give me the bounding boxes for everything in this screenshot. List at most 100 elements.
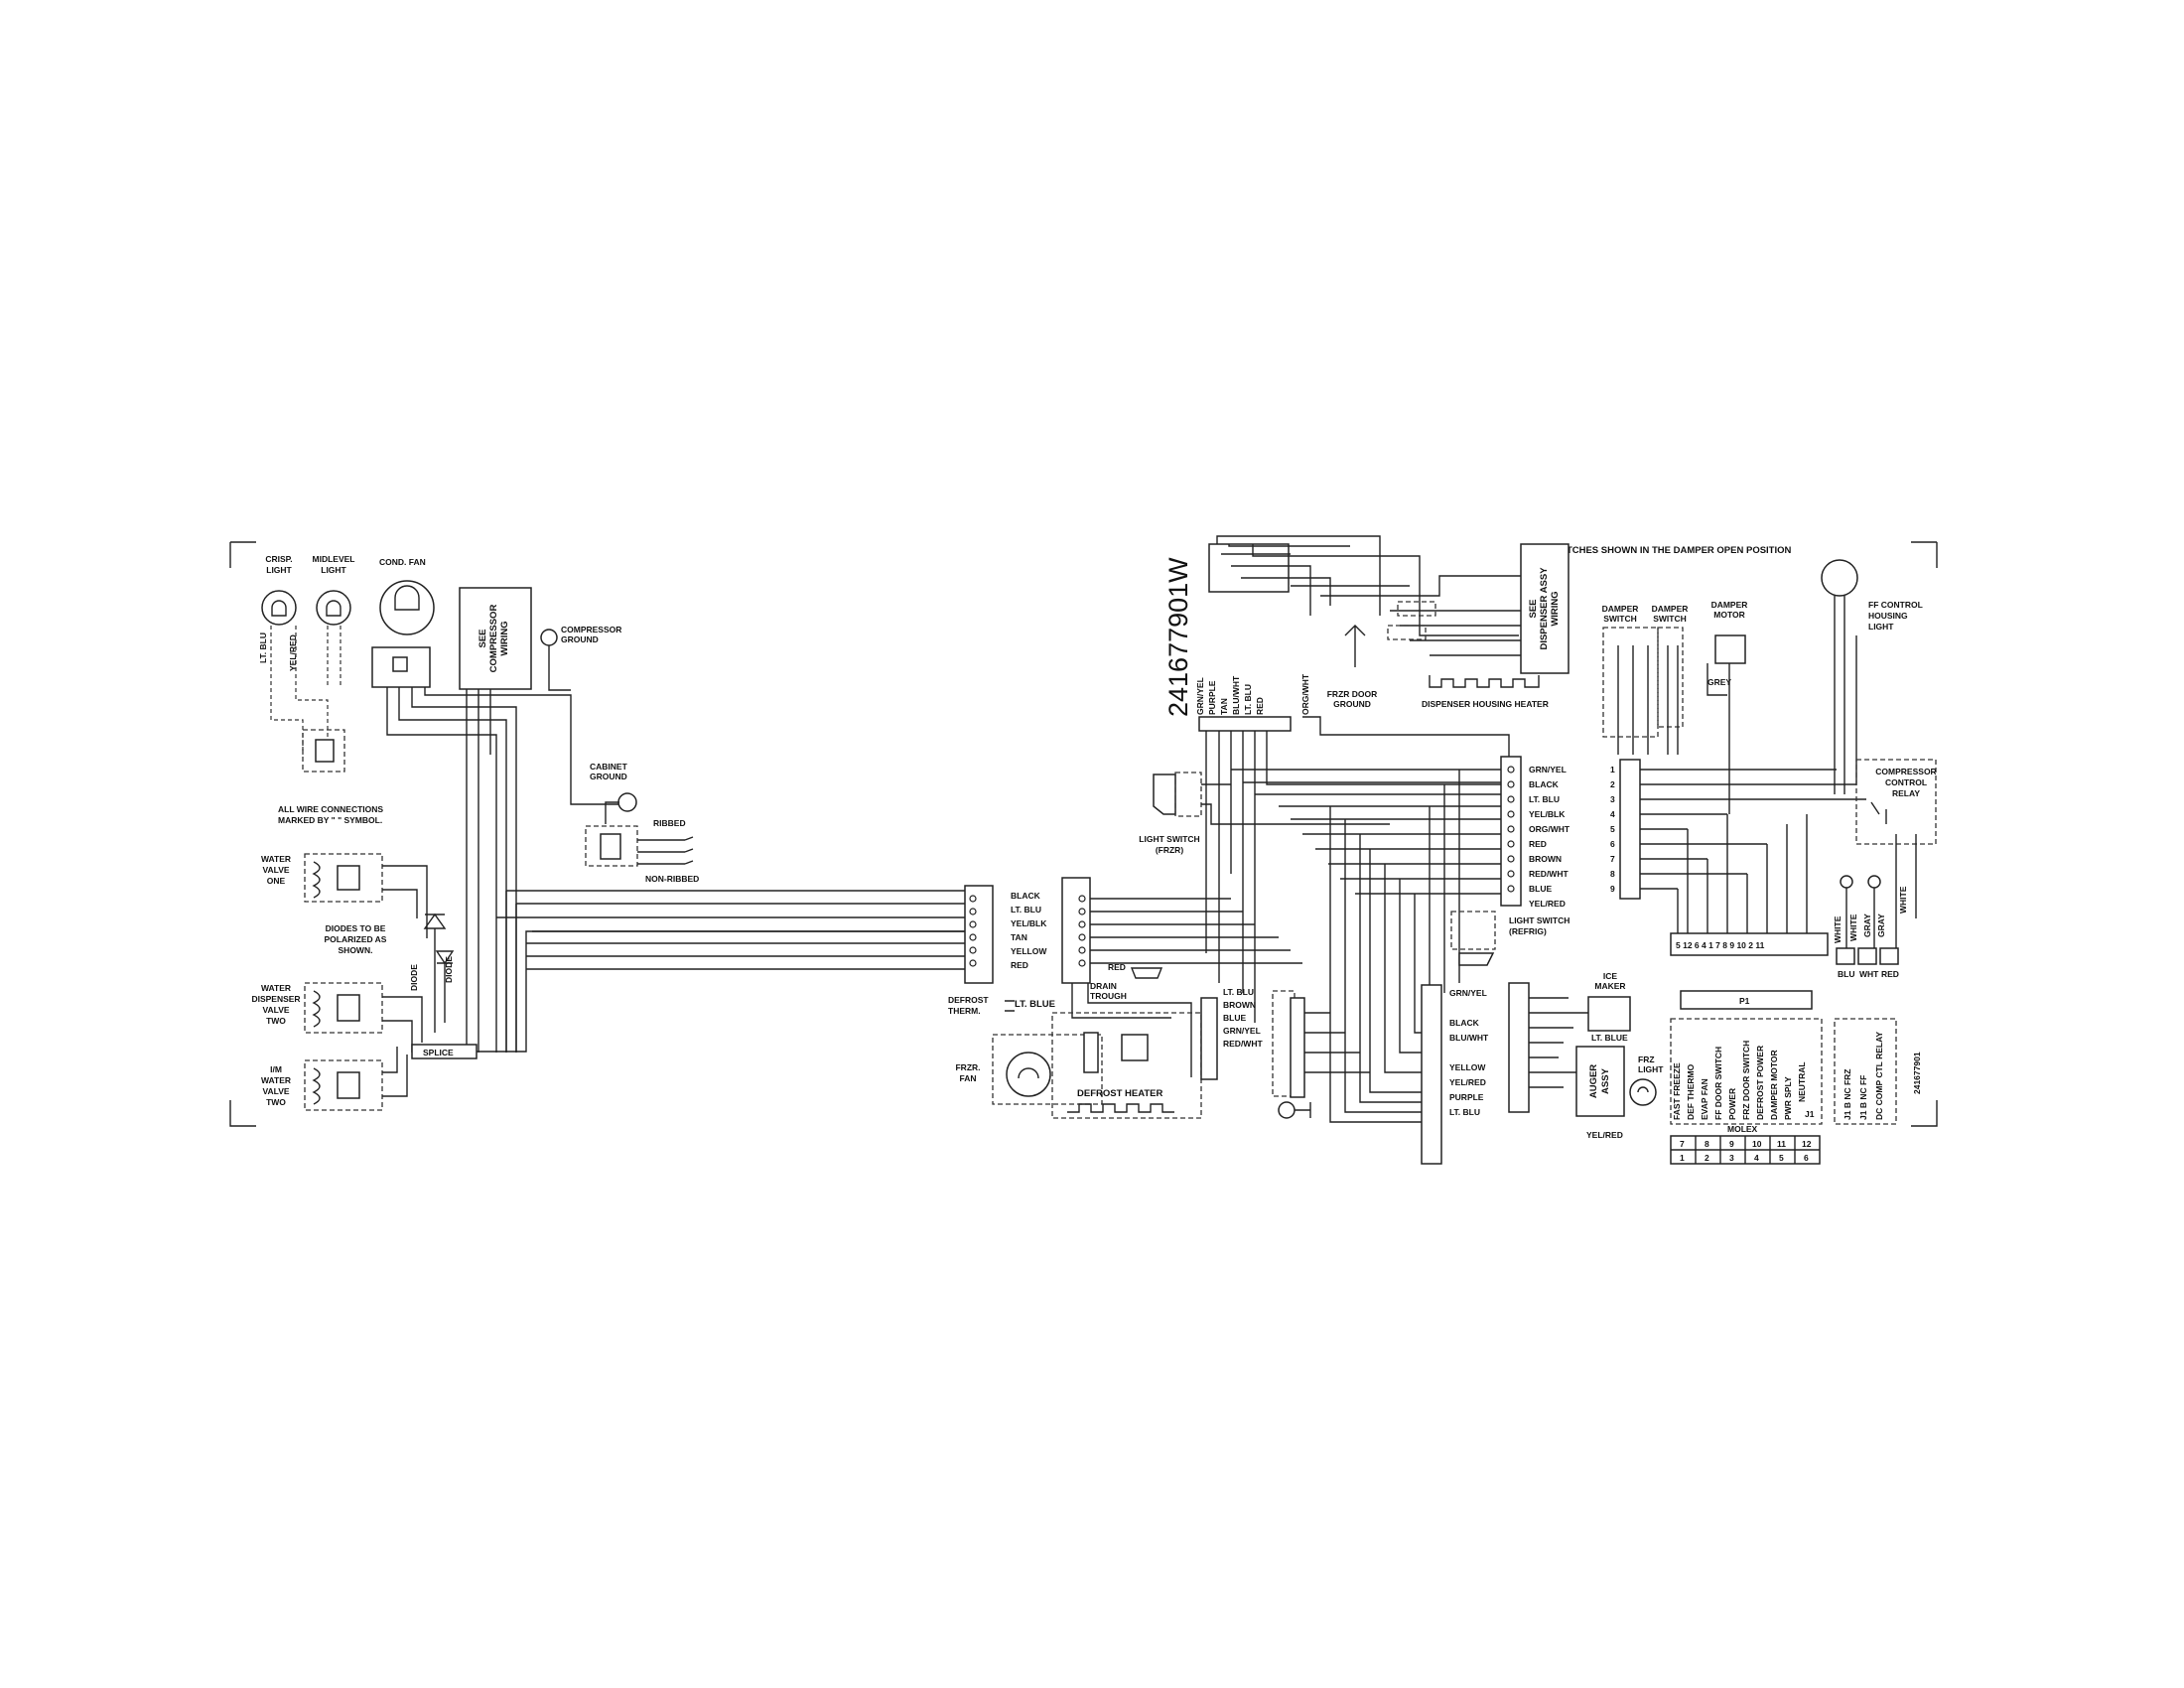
wire-lt-blu: LT. BLU bbox=[258, 633, 268, 663]
light-switch-refrig-label: LIGHT SWITCH(REFRIG) bbox=[1509, 915, 1570, 936]
relay-labels-box: J1 B NC FRZ J1 B NC FF DC COMP CTL RELAY bbox=[1834, 1018, 1897, 1125]
splice: SPLICE bbox=[411, 1044, 478, 1059]
svg-text:AUGERASSY: AUGERASSY bbox=[1588, 1064, 1611, 1098]
evap-connector bbox=[1272, 990, 1370, 1098]
dispenser-switches bbox=[1387, 601, 1436, 640]
svg-text:GRAY: GRAY bbox=[1862, 914, 1872, 937]
ground-symbol bbox=[1278, 1101, 1311, 1119]
top-wire-colors: GRN/YEL bbox=[1195, 677, 1205, 715]
auger-assy: AUGERASSY bbox=[1575, 1046, 1625, 1117]
top-wire-connector bbox=[1198, 716, 1292, 732]
j1-label: J1 bbox=[1805, 1109, 1815, 1119]
non-ribbed-label: NON-RIBBED bbox=[645, 874, 699, 884]
svg-text:DIODE: DIODE bbox=[444, 956, 454, 983]
crisp-light: CRISP.LIGHT bbox=[261, 554, 297, 626]
defrost-heater-label: DEFROST HEATER bbox=[1077, 1088, 1163, 1099]
j1-function-2: EVAP FAN bbox=[1700, 1078, 1709, 1120]
right-section: 241677901W 241677901 SWITCHES SHOWN IN T… bbox=[948, 535, 1937, 1165]
condenser-fan: COND. FAN bbox=[371, 557, 435, 688]
crisp-light-label: CRISP.LIGHT bbox=[265, 554, 292, 575]
border-code: 241677901 bbox=[1912, 1052, 1922, 1094]
j1-function-4: POWER bbox=[1727, 1088, 1737, 1120]
svg-text:WHITE: WHITE bbox=[1898, 886, 1908, 914]
light-switch-frzr: LIGHT SWITCH(FRZR) bbox=[1139, 772, 1202, 855]
splice-label: SPLICE bbox=[423, 1048, 454, 1057]
svg-text:DC COMP CTL RELAY: DC COMP CTL RELAY bbox=[1874, 1032, 1884, 1120]
j1-function-3: FF DOOR SWITCH bbox=[1713, 1047, 1723, 1120]
corner-marks bbox=[229, 541, 1938, 1127]
right-harness-connector bbox=[1061, 877, 1091, 984]
relay-output-wires: WHITE WHITE GRAY GRAY WHITE bbox=[1833, 834, 1917, 948]
j1-function-6: DEFROST POWER bbox=[1755, 1046, 1765, 1120]
j1-function-0: FAST FREEZE bbox=[1672, 1062, 1682, 1120]
light-switch-refrig: LIGHT SWITCH(REFRIG) bbox=[1450, 911, 1570, 966]
ribbed-label: RIBBED bbox=[653, 818, 686, 828]
diagram-number: 241677901W bbox=[1163, 557, 1193, 717]
freezer-fan: FRZR.FAN bbox=[955, 1034, 1103, 1105]
dispenser-assy-box: SEEDISPENSER ASSYWIRING bbox=[1520, 543, 1570, 674]
j1-function-9: NEUTRAL bbox=[1797, 1061, 1807, 1102]
svg-text:PURPLE: PURPLE bbox=[1207, 680, 1217, 715]
compressor-wiring-box: SEECOMPRESSORWIRING bbox=[459, 587, 532, 690]
svg-text:RED: RED bbox=[1255, 697, 1265, 715]
molex-label: MOLEX bbox=[1727, 1124, 1758, 1134]
switches-note: SWITCHES SHOWN IN THE DAMPER OPEN POSITI… bbox=[1549, 545, 1792, 556]
control-board-table: P1 J1 FAST FREEZE DEF THERMO EVAP FAN FF… bbox=[1670, 990, 1823, 1125]
svg-text:ORG/WHT: ORG/WHT bbox=[1300, 673, 1310, 715]
ice-maker-connector bbox=[1508, 982, 1588, 1113]
cond-fan-label: COND. FAN bbox=[379, 557, 426, 567]
svg-text:DIODE: DIODE bbox=[409, 964, 419, 991]
left-harness-lines bbox=[496, 890, 968, 1053]
j1-function-5: FRZ DOOR SWITCH bbox=[1741, 1041, 1751, 1120]
wire-yel-red: YEL/RED bbox=[288, 634, 298, 671]
svg-text:J1 B NC FRZ: J1 B NC FRZ bbox=[1843, 1069, 1852, 1120]
diode-1: DIODE bbox=[409, 913, 447, 991]
j1-function-8: PWR SPLY bbox=[1783, 1076, 1793, 1120]
svg-text:GRAY: GRAY bbox=[1876, 914, 1886, 937]
board-pin-numbers: 5 12 6 4 1 7 8 9 10 2 11 bbox=[1676, 940, 1765, 950]
svg-text:LT. BLU: LT. BLU bbox=[1243, 684, 1253, 715]
ribbed-connector: RIBBED NON-RIBBED bbox=[585, 818, 699, 884]
defrost-heater: DEFROST HEATER bbox=[1051, 1012, 1202, 1119]
top-connector bbox=[1208, 543, 1290, 593]
svg-text:WHITE: WHITE bbox=[1833, 915, 1843, 943]
svg-text:SEEDISPENSER ASSYWIRING: SEEDISPENSER ASSYWIRING bbox=[1528, 567, 1561, 650]
grey-label: GREY bbox=[1707, 677, 1731, 687]
yel-red-label: YEL/RED bbox=[1586, 1130, 1623, 1140]
p1-label: P1 bbox=[1739, 996, 1750, 1006]
